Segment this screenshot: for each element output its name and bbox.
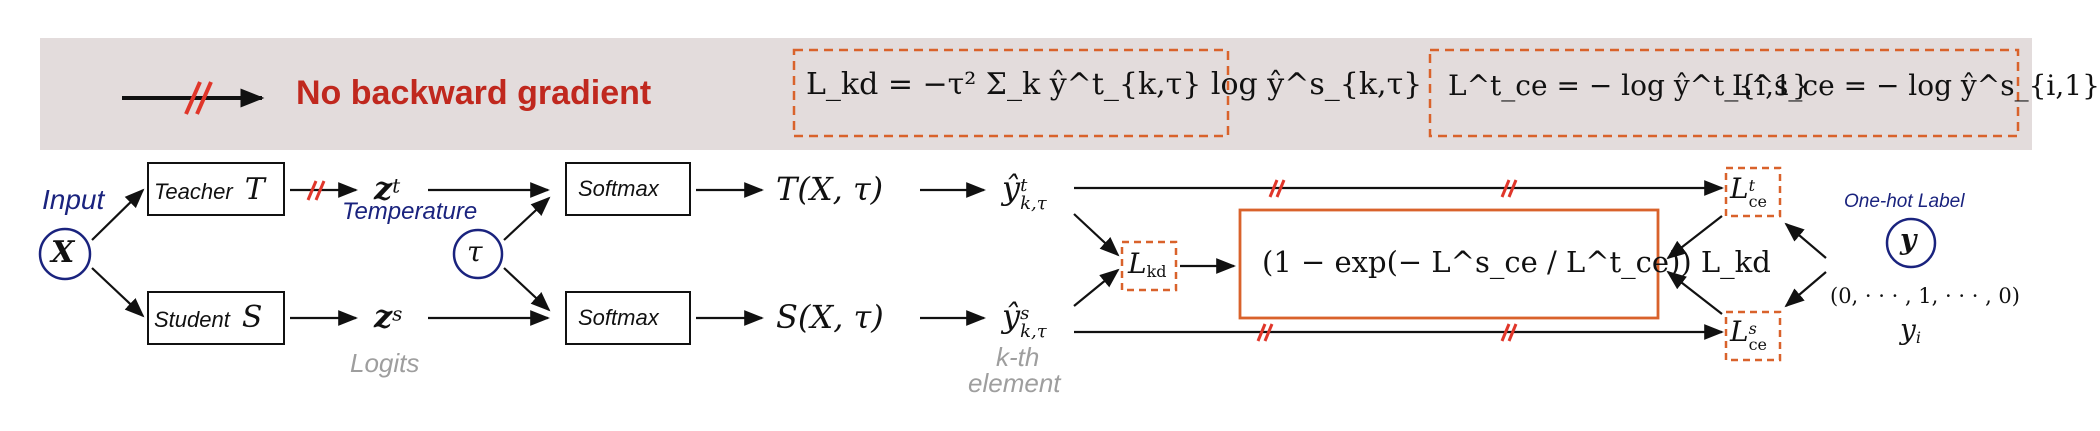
student-word: Student [154,307,230,332]
temperature-label: Temperature [342,198,478,225]
logits-label: Logits [350,348,420,378]
ce-teacher-formula: L^t_ce = − log ŷ^t_{i,1} [1448,69,1810,102]
lce-s-sup: s [1748,318,1757,338]
teacher-prob-sub: k,τ [1020,192,1047,214]
no-grad-legend-label: No backward gradient [296,74,652,112]
lce-s-sub: ce [1748,334,1768,354]
input-node [38,227,92,281]
teacher-logits: zt [374,172,400,204]
lce-t-sub: ce [1748,191,1768,211]
combined-loss-box [1238,208,1660,320]
softmax-top-label: Softmax [578,176,659,201]
bottom-no-grad-marks [1256,323,1518,342]
kd-formula-box [792,48,1230,138]
no-grad-strike-icon [184,81,213,115]
student-logits-symbol: z [374,297,393,335]
yi-symbol: yi [1900,316,1921,346]
lkd-sub: kd [1146,262,1167,282]
label-node [1885,217,1937,269]
top-no-grad-marks [1268,179,1518,198]
student-output: S(X, τ) [776,298,884,336]
label-symbol: y [1900,223,1917,256]
onehot-label: One-hot Label [1844,191,1965,212]
teacher-box [147,162,285,216]
lce-t-sup: t [1748,175,1756,195]
ce-student-formula: L^s_ce = − log ŷ^s_{i,1} [1732,69,2100,102]
lce-s-box [1724,310,1782,362]
softmax-top-box [565,162,691,216]
lkd-symbol: L [1128,247,1147,280]
combined-loss-formula: (1 − exp(− L^s_ce / L^t_ce)) L_kd [1262,245,1771,279]
temperature-symbol: τ [467,235,483,268]
yi-main: y [1900,313,1916,346]
input-symbol: X [51,235,75,270]
teacher-word: Teacher [154,179,233,204]
lce-s-symbol: L [1730,315,1749,348]
teacher-prob-symbol: ŷ [1002,169,1021,207]
kd-loss-formula: L_kd = −τ² Σ_k ŷ^t_{k,τ} log ŷ^s_{k,τ} [806,70,1422,100]
student-symbol: S [241,300,263,335]
temperature-node [452,228,504,280]
lkd-box [1120,240,1178,292]
ce-formula-box [1428,48,2020,138]
diagram-svg [38,38,2032,362]
lkd-node: Lkd [1128,250,1167,280]
legend-banner [40,38,2032,150]
teacher-logits-sup: t [392,173,401,198]
student-logits: zs [374,300,402,332]
softmax-bottom-box [565,291,691,345]
lce-t-symbol: L [1730,172,1749,205]
input-label: Input [42,184,105,215]
student-box-text: Student S [154,303,262,333]
teacher-output: T(X, τ) [776,170,884,208]
kth-element-line1: k-th [996,342,1040,372]
teacher-symbol: T [244,172,265,207]
softmax-bottom-label: Softmax [578,305,659,330]
teacher-no-grad-mark [306,180,326,201]
student-logits-sup: s [392,301,403,326]
student-prob-symbol: ŷ [1002,297,1021,335]
yi-sub: i [1915,328,1921,348]
diagram-canvas: No backward gradient L_kd = −τ² Σ_k ŷ^t_… [38,38,2100,398]
teacher-prob-sup: t [1020,174,1028,196]
teacher-logits-symbol: z [374,169,393,207]
kd-loss-formula-text: L_kd = −τ² Σ_k ŷ^t_{k,τ} log ŷ^s_{k,τ} [806,67,1423,102]
student-box [147,291,285,345]
lce-t-box [1724,166,1782,218]
student-prob-sub: k,τ [1020,320,1047,342]
teacher-box-text: Teacher T [154,175,265,205]
kth-element-line2: element [968,368,1061,398]
onehot-vector: (0, · · · , 1, · · · , 0) [1830,284,2020,308]
student-prob-sup: s [1020,302,1030,324]
